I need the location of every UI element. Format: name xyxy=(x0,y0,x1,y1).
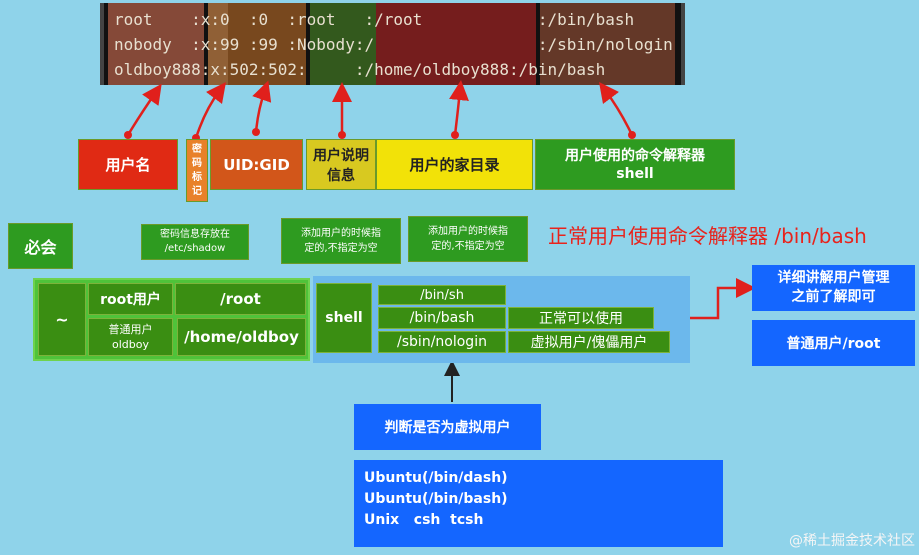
label-password-mark: 密码标记 xyxy=(186,139,208,202)
passwd-line-nobody: nobody :x:99 :99 :Nobody:/ :/sbin/nologi… xyxy=(114,35,673,54)
note-shadow: 密码信息存放在 /etc/shadow xyxy=(141,224,249,260)
ubuntu-line-1: Ubuntu(/bin/dash) xyxy=(364,470,508,486)
band-username xyxy=(108,3,204,85)
shell-label: shell xyxy=(316,283,372,353)
normal-root-box: 普通用户/root xyxy=(752,320,915,366)
home-normal-user: 普通用户 oldboy xyxy=(88,318,173,356)
ubuntu-shells-box: Ubuntu(/bin/dash) Ubuntu(/bin/bash) Unix… xyxy=(354,460,723,547)
shell-row-sh: /bin/sh xyxy=(378,285,506,305)
passwd-line-root: root :x:0 :0 :root :/root :/bin/bash xyxy=(114,10,635,29)
ubuntu-line-2: Ubuntu(/bin/bash) xyxy=(364,491,508,507)
band-uid-gid xyxy=(228,3,306,85)
normal-shell-note: 正常用户使用命令解释器 /bin/bash xyxy=(548,224,867,248)
shell-bash-desc: 正常可以使用 xyxy=(508,307,654,329)
shell-row-bash: /bin/bash xyxy=(378,307,506,329)
home-root-path: /root xyxy=(175,283,306,315)
judge-virtual-user: 判断是否为虚拟用户 xyxy=(354,404,541,450)
label-description: 用户说明信息 xyxy=(306,139,376,190)
home-tilde: ~ xyxy=(38,283,86,356)
home-root-user: root用户 xyxy=(88,283,173,315)
note-desc-2: 添加用户的时候指 定的,不指定为空 xyxy=(408,216,528,262)
note-desc-1: 添加用户的时候指 定的,不指定为空 xyxy=(281,218,401,264)
detail-note: 详细讲解用户管理 之前了解即可 xyxy=(752,265,915,311)
label-shell: 用户使用的命令解释器 shell xyxy=(535,139,735,190)
passwd-terminal: root :x:0 :0 :root :/root :/bin/bash nob… xyxy=(100,3,685,85)
watermark: @稀土掘金技术社区 xyxy=(789,533,915,549)
label-uid-gid: UID:GID xyxy=(210,139,303,190)
band-password xyxy=(208,3,228,85)
shell-nologin-desc: 虚拟用户/傀儡用户 xyxy=(508,331,670,353)
must-know-badge: 必会 xyxy=(8,223,73,269)
shell-row-nologin: /sbin/nologin xyxy=(378,331,506,353)
label-home: 用户的家目录 xyxy=(376,139,533,190)
passwd-line-oldboy: oldboy888:x:502:502: :/home/oldboy888:/b… xyxy=(114,60,606,79)
band-description xyxy=(310,3,376,85)
band-home xyxy=(376,3,536,85)
band-shell xyxy=(540,3,675,85)
home-normal-path: /home/oldboy xyxy=(177,318,306,356)
label-username: 用户名 xyxy=(78,139,178,190)
unix-line: Unix csh tcsh xyxy=(364,512,484,528)
